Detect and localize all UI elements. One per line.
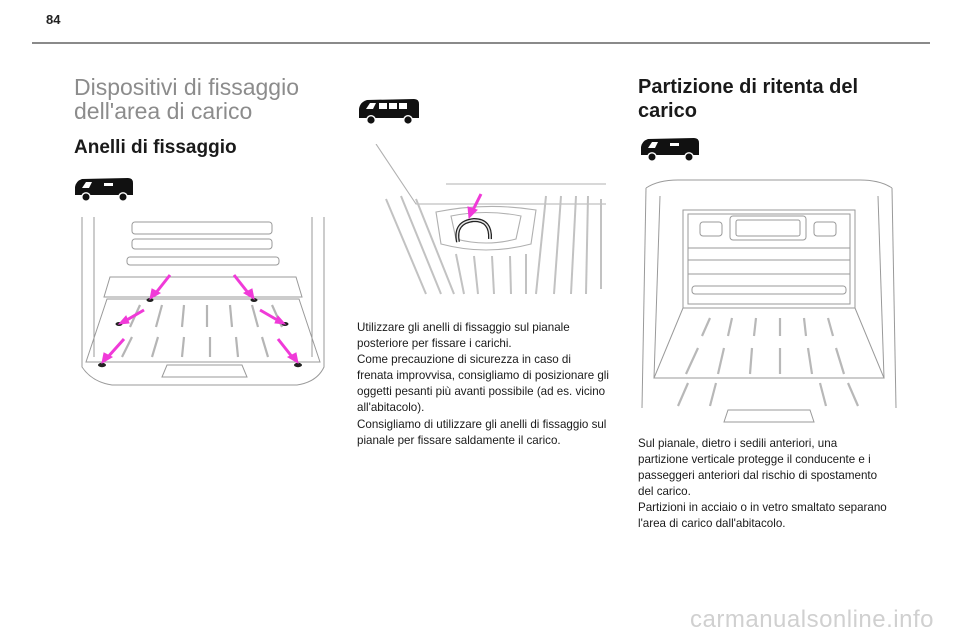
paragraph-line: del carico.	[638, 485, 691, 499]
watermark: carmanualsonline.info	[690, 606, 934, 633]
paragraph-line: posteriore per fissare i carichi.	[357, 337, 512, 351]
partition-title-line-2: carico	[638, 100, 697, 122]
partition-title: Partizione di ritenta del carico	[638, 75, 858, 123]
page-number: 84	[46, 12, 61, 27]
paragraph-line: oggetti pesanti più avanti possibile (ad…	[357, 385, 606, 399]
rear-floor-ring-illustration	[356, 144, 618, 314]
paragraph-line: frenata improvvisa, consigliamo di posiz…	[357, 369, 609, 383]
section-title: Dispositivi di fissaggio dell'area di ca…	[74, 75, 299, 123]
paragraph-line: Utilizzare gli anelli di fissaggio sul p…	[357, 321, 570, 334]
paragraph-line: l'area di carico dall'abitacolo.	[638, 517, 786, 531]
fastening-rings-paragraph: Utilizzare gli anelli di fissaggio sul p…	[357, 320, 627, 449]
partition-paragraph: Sul pianale, dietro i sedili anteriori, …	[638, 436, 918, 533]
paragraph-line: passeggeri anteriori dal rischio di spos…	[638, 469, 878, 483]
section-title-line-2: dell'area di carico	[74, 98, 253, 124]
panel-van-icon	[75, 178, 133, 202]
section-title-line-1: Dispositivi di fissaggio	[74, 74, 299, 100]
paragraph-line: Come precauzione di sicurezza in caso di	[357, 353, 571, 367]
paragraph-line: all'abitacolo).	[357, 401, 425, 415]
paragraph-line: Sul pianale, dietro i sedili anteriori, …	[638, 437, 838, 450]
panel-van-icon	[641, 138, 699, 162]
paragraph-line: pianale per fissare saldamente il carico…	[357, 433, 561, 447]
paragraph-line: Consigliamo di utilizzare gli anelli di …	[357, 417, 607, 431]
paragraph-line: Partizioni in acciaio o in vetro smaltat…	[638, 501, 887, 515]
header-divider	[32, 42, 930, 44]
cargo-floor-rings-illustration	[72, 217, 334, 389]
partition-title-line-1: Partizione di ritenta del	[638, 76, 859, 98]
paragraph-line: partizione verticale protegge il conduce…	[638, 453, 871, 467]
subtitle-fastening-rings: Anelli di fissaggio	[74, 137, 237, 158]
cargo-partition-illustration	[638, 178, 900, 428]
minibus-icon	[359, 99, 419, 125]
